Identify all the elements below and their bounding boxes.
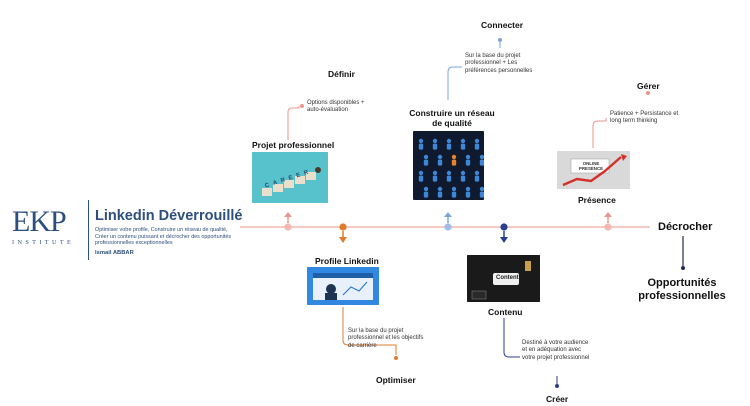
- projet-subtitle: Définir: [328, 69, 355, 79]
- presence-thumbnail: ONLINE PRESENCE: [557, 151, 630, 189]
- reseau-title: Construire un réseau de qualité: [409, 108, 495, 128]
- contenu-connector: [500, 223, 559, 388]
- brand-author: Ismail ABBAR: [95, 250, 134, 256]
- brand-title: Linkedin Déverrouillé: [95, 208, 243, 224]
- network-person: [474, 138, 480, 150]
- network-person: [460, 170, 466, 182]
- network-person: [446, 138, 452, 150]
- projet-title: Projet professionnel: [252, 140, 335, 150]
- network-person: [451, 186, 457, 198]
- brand-divider: [88, 200, 89, 260]
- presence-connector: [592, 91, 650, 231]
- network-person: [423, 186, 429, 198]
- network-person: [474, 170, 480, 182]
- network-person: [418, 170, 424, 182]
- logo: EKP INSTITUTE: [10, 205, 82, 249]
- projet-subtext: Options disponibles + auto-évaluation: [307, 100, 365, 114]
- network-person: [465, 186, 471, 198]
- network-person: [479, 154, 484, 166]
- contenu-thumbnail-word: Content: [496, 275, 519, 281]
- contenu-subtitle: Créer: [546, 394, 569, 404]
- brand-description: Optimiser votre profile, Construire un r…: [95, 227, 232, 247]
- profile-connector: [339, 223, 398, 360]
- network-person: [423, 154, 429, 166]
- network-person: [437, 186, 443, 198]
- profile-subtext: Sur la base du projet professionnel et l…: [348, 328, 424, 349]
- contenu-thumbnail: Content: [467, 255, 540, 302]
- network-person: [418, 138, 424, 150]
- reseau-subtext: Sur la base du projet professionnel + Le…: [465, 53, 533, 74]
- projet-connector: [284, 104, 304, 231]
- end-label: Décrocher: [658, 221, 713, 233]
- reseau-subtitle: Connecter: [481, 20, 524, 30]
- presence-thumbnail-word: ONLINE PRESENCE: [578, 161, 604, 171]
- network-person: [432, 170, 438, 182]
- end-connector: [681, 236, 685, 270]
- presence-title: Présence: [578, 195, 616, 205]
- network-person: [465, 154, 471, 166]
- network-person: [437, 154, 443, 166]
- projet-thumbnail: CAREER: [252, 152, 328, 203]
- presence-subtitle: Gérer: [637, 81, 660, 91]
- network-person: [460, 138, 466, 150]
- profile-title: Profile Linkedin: [315, 256, 379, 266]
- contenu-title: Contenu: [488, 307, 523, 317]
- reseau-thumbnail: [413, 131, 484, 200]
- network-person: [479, 186, 484, 198]
- profile-subtitle: Optimiser: [376, 375, 416, 385]
- result-label: Opportunités professionnelles: [638, 277, 726, 302]
- network-person: [451, 154, 457, 166]
- reseau-connector: [444, 38, 502, 231]
- profile-thumbnail: [307, 267, 379, 305]
- logo-letters: EKP: [12, 205, 67, 238]
- logo-subtitle: INSTITUTE: [12, 239, 75, 246]
- presence-subtext: Patience + Persistance et long term thin…: [610, 111, 679, 125]
- network-person: [446, 170, 452, 182]
- network-person: [432, 138, 438, 150]
- contenu-subtext: Destiné à votre audience et en adéquatio…: [522, 340, 590, 361]
